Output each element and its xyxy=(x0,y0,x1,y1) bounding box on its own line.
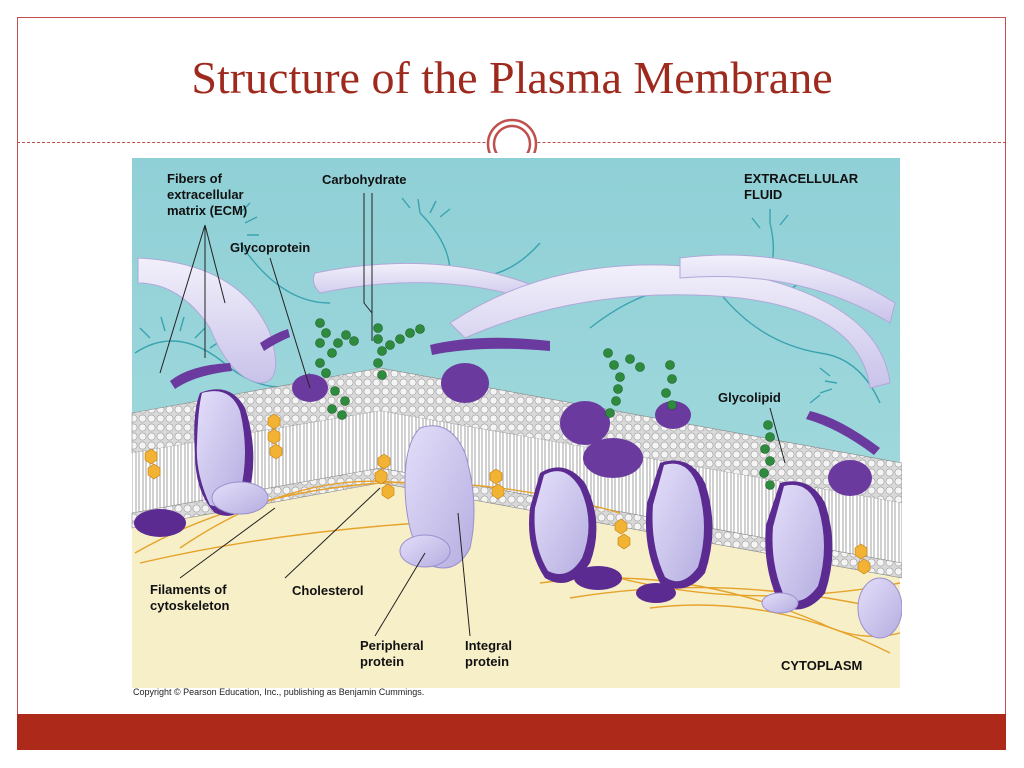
label-glycoprotein: Glycoprotein xyxy=(230,240,310,255)
label-cytoskeleton-filaments: Filaments of cytoskeleton xyxy=(150,582,230,613)
peripheral-proteins xyxy=(134,363,902,639)
label-extracellular-fluid: EXTRACELLULAR FLUID xyxy=(744,171,862,202)
ecm-tube-fibers xyxy=(137,254,896,389)
slide-title: Structure of the Plasma Membrane xyxy=(191,52,833,103)
carbohydrate-chains xyxy=(315,318,775,490)
copyright-notice: Copyright © Pearson Education, Inc., pub… xyxy=(133,687,424,697)
label-integral-protein: Integral protein xyxy=(465,638,516,669)
label-glycolipid: Glycolipid xyxy=(718,390,781,405)
plasma-membrane-diagram: Fibers of extracellular matrix (ECM) Car… xyxy=(120,153,902,704)
label-peripheral-protein: Peripheral protein xyxy=(360,638,427,669)
label-cholesterol: Cholesterol xyxy=(292,583,364,598)
label-carbohydrate: Carbohydrate xyxy=(322,172,407,187)
integral-proteins xyxy=(194,389,833,610)
label-ecm-fibers: Fibers of extracellular matrix (ECM) xyxy=(167,171,247,218)
cholesterol-molecules xyxy=(144,413,871,575)
label-pointer-lines xyxy=(159,193,786,637)
bottom-accent-bar xyxy=(17,714,1006,750)
label-cytoplasm: CYTOPLASM xyxy=(781,658,862,673)
ecm-glycoprotein-rods xyxy=(170,329,880,455)
